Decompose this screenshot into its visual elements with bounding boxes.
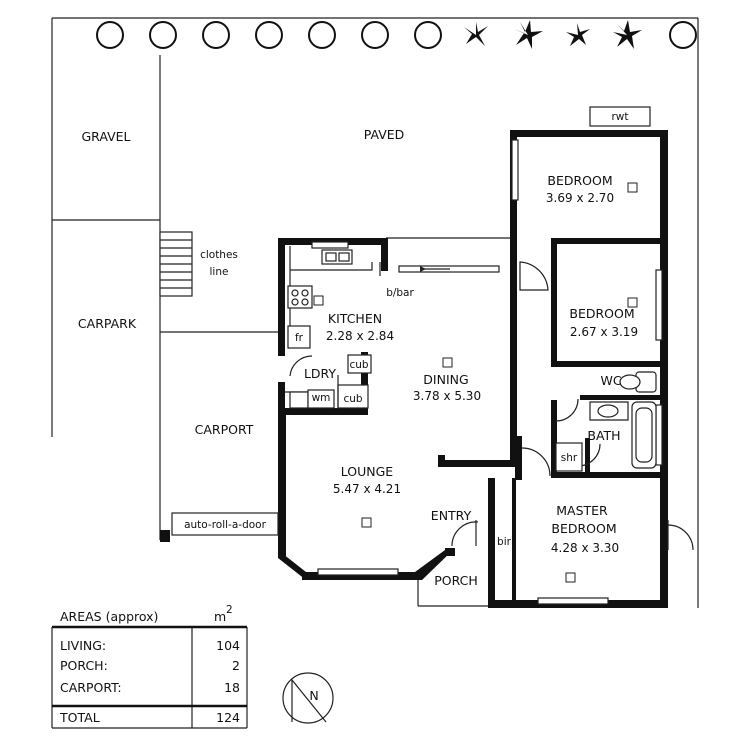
dim-bedroom-1: 3.69 x 2.70 <box>546 191 614 205</box>
dim-kitchen: 2.28 x 2.84 <box>326 329 394 343</box>
porch-outline <box>417 580 488 607</box>
auto-door-box <box>171 512 279 536</box>
areas-row-label: PORCH: <box>60 658 108 673</box>
dim-lounge: 5.47 x 4.21 <box>333 482 401 496</box>
label-paved: PAVED <box>364 127 405 142</box>
label-bedroom-2: BEDROOM <box>569 306 634 321</box>
palm-shrub-icon <box>464 20 642 49</box>
vent-markers <box>313 182 638 583</box>
bathroom-fixtures <box>555 371 657 472</box>
label-carport: CARPORT <box>195 422 254 437</box>
label-bedroom-1: BEDROOM <box>547 173 612 188</box>
areas-row-value: 2 <box>232 658 240 673</box>
label-bir: bir <box>497 536 512 548</box>
label-auto-door: auto-roll-a-door <box>184 519 266 531</box>
rainwater-tank <box>589 106 651 127</box>
label-rwt: rwt <box>611 111 628 123</box>
areas-table: AREAS (approx) m 2 LIVING: 104 PORCH: 2 … <box>51 604 248 729</box>
label-lounge: LOUNGE <box>341 464 394 479</box>
label-carpark: CARPARK <box>78 316 137 331</box>
north-letter: N <box>309 688 318 703</box>
areas-row-value: 104 <box>216 638 240 653</box>
north-compass-icon: N <box>282 672 334 724</box>
label-wc: WC <box>600 373 621 388</box>
exterior-walls <box>160 130 668 608</box>
label-porch: PORCH <box>434 573 478 588</box>
areas-unit: m <box>214 609 226 624</box>
dim-dining: 3.78 x 5.30 <box>413 389 481 403</box>
label-fr: fr <box>295 332 304 344</box>
clothes-line-frame <box>159 231 193 297</box>
interior-walls <box>512 238 660 600</box>
areas-unit-sup: 2 <box>226 604 233 616</box>
dim-master: 4.28 x 3.30 <box>551 541 619 555</box>
label-ldry: LDRY <box>304 366 336 381</box>
label-line: line <box>210 266 229 278</box>
site-boundary <box>51 17 699 608</box>
label-dining: DINING <box>423 372 468 387</box>
areas-title: AREAS (approx) <box>60 609 158 624</box>
areas-total-label: TOTAL <box>59 710 100 725</box>
label-bbar: b/bar <box>386 287 414 299</box>
label-master-1: MASTER <box>556 503 608 518</box>
room-labels: GRAVEL PAVED CARPARK CARPORT clothes lin… <box>78 111 638 588</box>
label-cub-upper: cub <box>349 359 368 371</box>
label-cub-lower: cub <box>343 393 362 405</box>
label-master-2: BEDROOM <box>551 521 616 536</box>
label-wm: wm <box>312 392 331 404</box>
kitchen-fixtures <box>285 246 381 409</box>
windows <box>311 139 663 605</box>
areas-row-label: CARPORT: <box>60 680 122 695</box>
label-entry: ENTRY <box>431 508 472 523</box>
areas-row-value: 18 <box>224 680 240 695</box>
label-kitchen: KITCHEN <box>328 311 382 326</box>
areas-total-value: 124 <box>216 710 240 725</box>
label-clothes: clothes <box>200 249 238 261</box>
areas-row-label: LIVING: <box>60 638 106 653</box>
label-gravel: GRAVEL <box>81 129 130 144</box>
round-shrub-icon <box>96 21 697 49</box>
dim-bedroom-2: 2.67 x 3.19 <box>570 325 638 339</box>
label-shr: shr <box>561 452 578 464</box>
label-bath: BATH <box>587 428 620 443</box>
